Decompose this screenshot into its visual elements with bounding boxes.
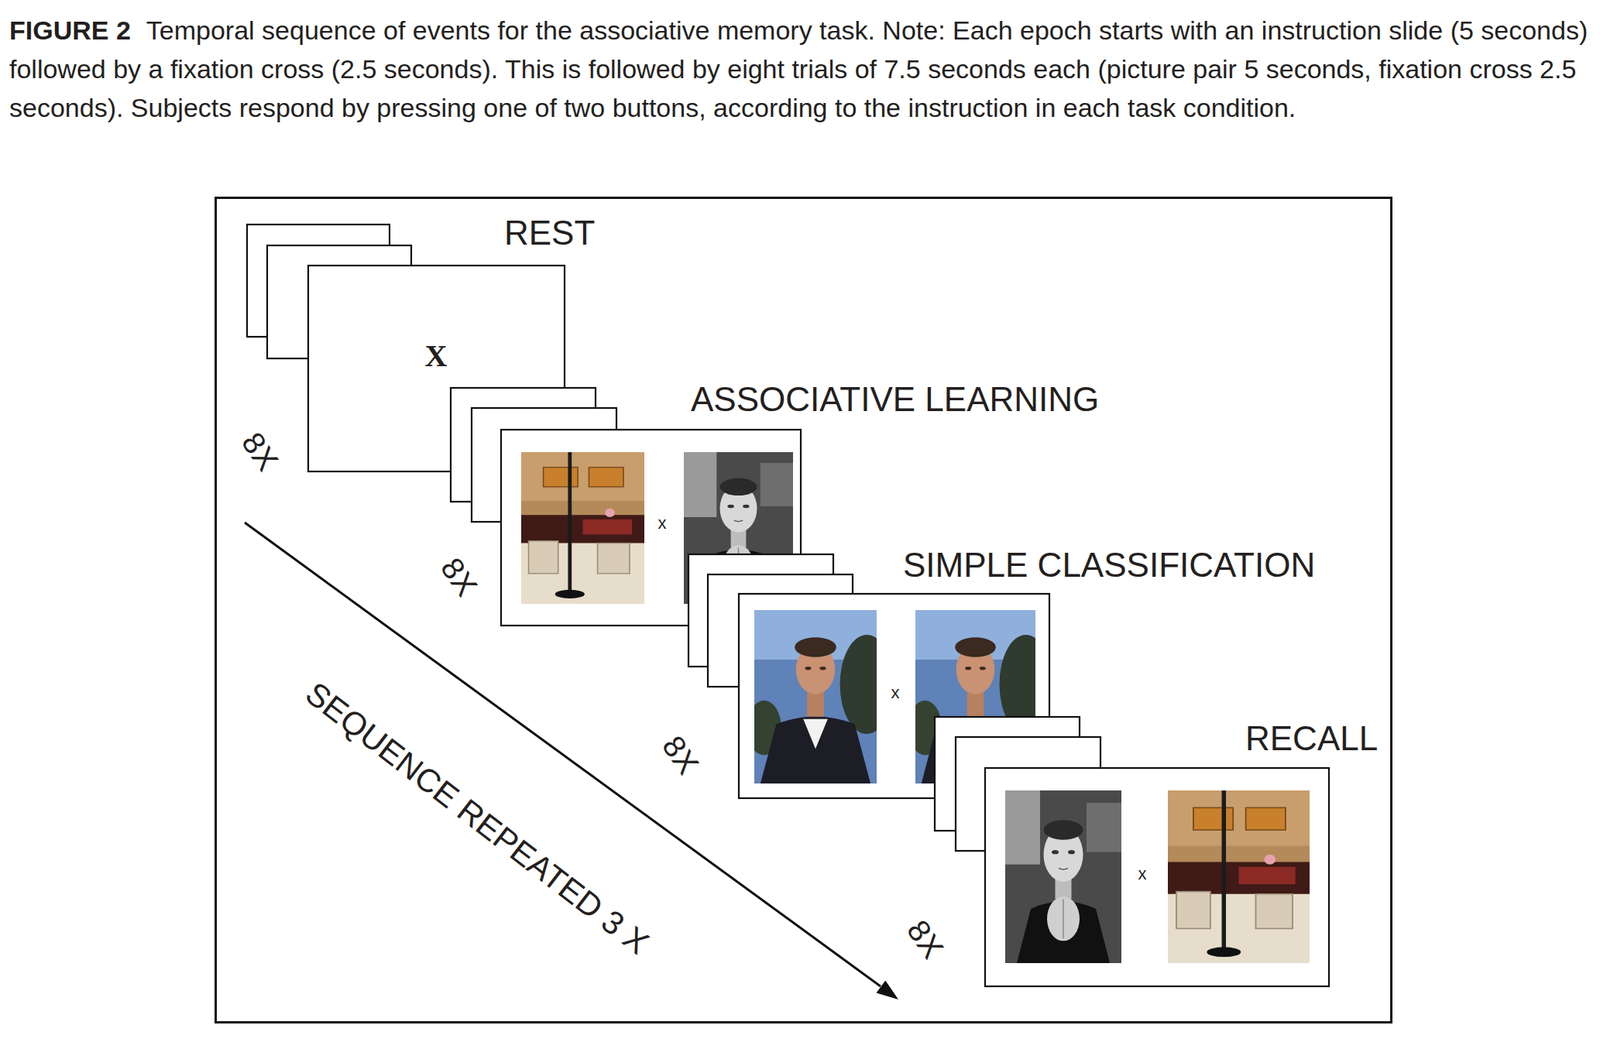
photo-detail bbox=[1167, 790, 1310, 964]
repeat-count: 8X bbox=[655, 729, 706, 780]
photo-detail bbox=[820, 666, 827, 670]
photo-detail bbox=[805, 666, 812, 670]
photo-detail bbox=[683, 452, 717, 518]
photo-detail bbox=[1167, 861, 1310, 894]
photo-detail bbox=[1005, 790, 1041, 866]
figure-caption: FIGURE 2Temporal sequence of events for … bbox=[9, 10, 1590, 128]
photo-detail bbox=[954, 637, 996, 658]
photo-detail bbox=[1086, 803, 1122, 853]
photo-detail bbox=[1206, 947, 1241, 958]
photo-detail bbox=[1005, 790, 1122, 964]
photo-detail bbox=[1167, 790, 1310, 847]
photo-detail bbox=[1176, 892, 1211, 930]
photo-colorman bbox=[747, 610, 895, 784]
photo-detail bbox=[1047, 896, 1080, 941]
photo-detail bbox=[1051, 850, 1059, 855]
repeat-count: 8X bbox=[434, 551, 485, 602]
photo-detail bbox=[528, 541, 559, 574]
slide-group bbox=[934, 717, 1329, 987]
photo-detail bbox=[555, 590, 585, 599]
condition-heading: SIMPLE CLASSIFICATION bbox=[903, 545, 1316, 585]
photo-detail bbox=[1246, 807, 1286, 831]
photo-detail bbox=[543, 467, 579, 488]
photo-detail bbox=[521, 452, 645, 605]
photo-detail bbox=[588, 467, 624, 488]
caption-text: Temporal sequence of events for the asso… bbox=[9, 15, 1588, 123]
photo-detail bbox=[727, 504, 734, 509]
repeat-count: 8X bbox=[900, 913, 951, 965]
sequence-arrow-line bbox=[244, 522, 881, 987]
photo-detail bbox=[1222, 790, 1226, 952]
sequence-label: SEQUENCE REPEATED 3 X bbox=[298, 675, 656, 963]
photo-detail bbox=[1058, 868, 1068, 870]
fixation-cross: X bbox=[425, 339, 448, 374]
photo-room bbox=[1167, 790, 1310, 964]
photo-detail bbox=[521, 452, 645, 502]
photo-detail bbox=[1062, 899, 1065, 939]
photo-detail bbox=[1255, 894, 1293, 930]
photo-room bbox=[521, 452, 645, 605]
figure-number: FIGURE 2 bbox=[9, 15, 131, 45]
sequence-arrow-head bbox=[876, 980, 900, 1000]
condition-heading: RECALL bbox=[1245, 719, 1378, 759]
photo-detail bbox=[794, 637, 837, 658]
photo-detail bbox=[803, 719, 828, 749]
condition-heading: REST bbox=[504, 213, 595, 253]
slide-stack: RECALLx bbox=[985, 768, 1329, 987]
fixation-cross: x bbox=[891, 683, 900, 704]
photo-detail bbox=[1043, 820, 1084, 840]
photo-detail bbox=[567, 452, 572, 594]
condition-heading: ASSOCIATIVE LEARNING bbox=[690, 380, 1099, 419]
photo-detail bbox=[583, 519, 633, 536]
photo-detail bbox=[1067, 850, 1075, 855]
photo-detail bbox=[597, 543, 630, 574]
photo-detail bbox=[734, 520, 743, 522]
photo-detail bbox=[742, 504, 749, 509]
photo-detail bbox=[760, 463, 794, 507]
fixation-cross: x bbox=[658, 513, 667, 534]
photo-detail bbox=[604, 508, 615, 518]
photo-detail bbox=[840, 635, 895, 735]
photo-detail bbox=[1193, 807, 1233, 831]
photo-detail bbox=[1263, 854, 1276, 866]
photo-detail bbox=[521, 515, 645, 543]
sequence-frame: RESTXASSOCIATIVE LEARNINGxSIMPLE CLASSIF… bbox=[214, 196, 1393, 1024]
photo-detail bbox=[760, 717, 871, 784]
photo-detail bbox=[979, 666, 986, 670]
photo-detail bbox=[720, 478, 758, 496]
photo-bwman bbox=[1005, 790, 1122, 964]
repeat-count: 8X bbox=[235, 425, 285, 477]
photo-detail bbox=[964, 666, 972, 670]
photo-detail bbox=[1239, 867, 1296, 885]
front-slide bbox=[985, 768, 1329, 987]
fixation-cross: x bbox=[1138, 864, 1147, 885]
